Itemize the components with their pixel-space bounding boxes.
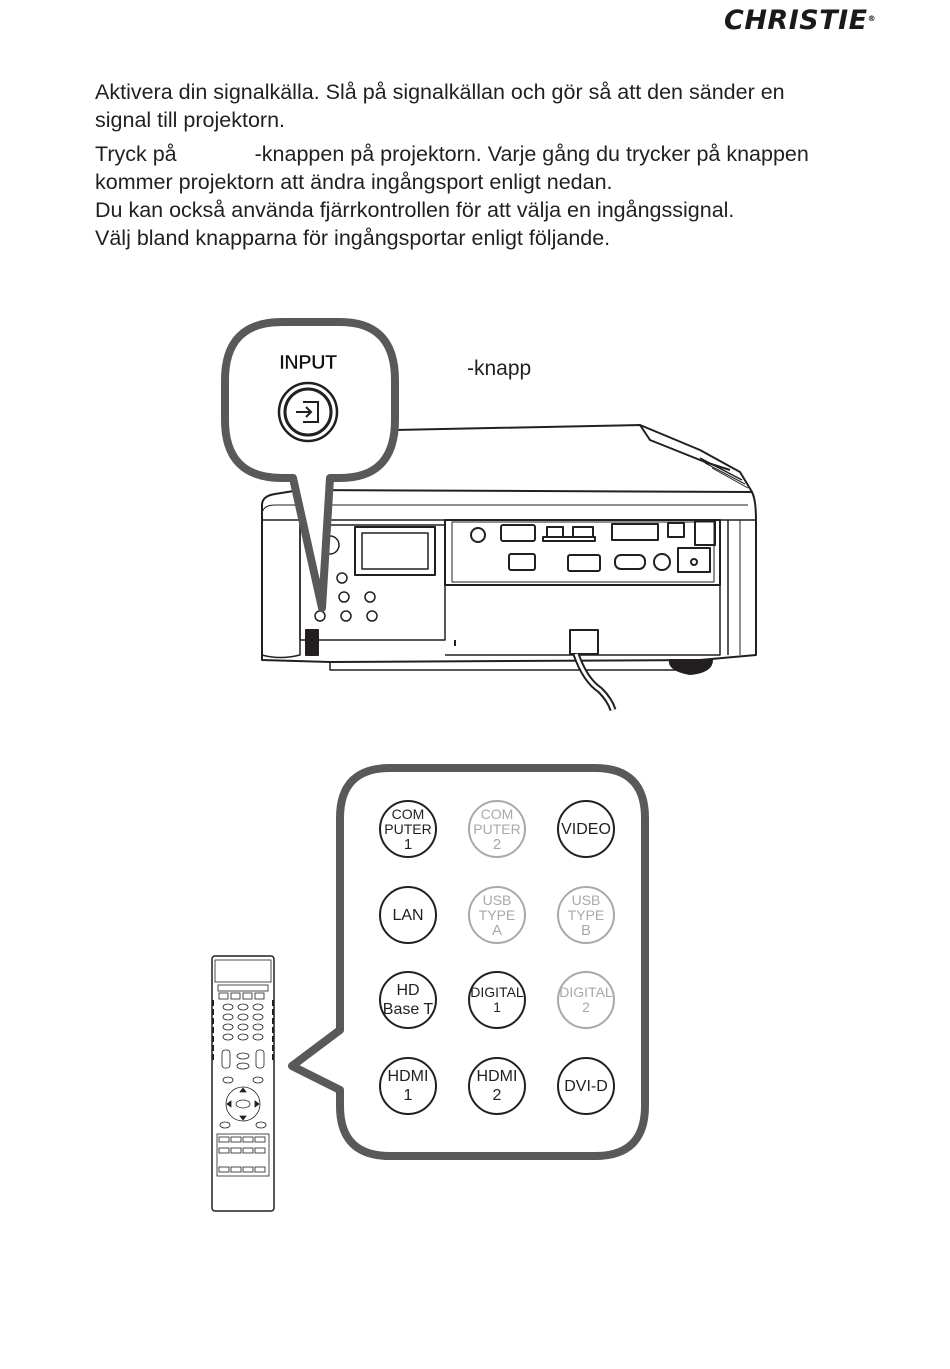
remote-button-lan: LAN bbox=[379, 886, 437, 944]
input-button-label: INPUT bbox=[279, 352, 338, 375]
remote-button-label: DIGITAL bbox=[470, 984, 524, 1000]
remote-button-label: 1 bbox=[403, 1087, 413, 1104]
remote-button-dvi-d: DVI-D bbox=[557, 1057, 615, 1115]
remote-button-label: PUTER bbox=[473, 820, 521, 837]
remote-button-label: HDMI bbox=[387, 1068, 429, 1085]
remote-button-label: 1 bbox=[493, 999, 501, 1015]
remote-button-label: TYPE bbox=[567, 906, 605, 923]
registered-mark: ® bbox=[867, 14, 877, 23]
instruction-line-3-pre: Tryck på bbox=[95, 142, 177, 166]
instruction-line-4: kommer projektorn att ändra ingångsport … bbox=[95, 170, 613, 194]
knapp-label: -knapp bbox=[467, 357, 532, 380]
remote-button-label: HD bbox=[396, 982, 420, 999]
instruction-paragraph-2: Tryck på -knappen på projektorn. Varje gå… bbox=[95, 140, 915, 252]
remote-button-label: DVI-D bbox=[564, 1077, 608, 1095]
remote-button-video: VIDEO bbox=[557, 800, 615, 858]
remote-button-hdmi-1: HDMI 1 bbox=[379, 1057, 437, 1115]
instruction-paragraph-1: Aktivera din signalkälla. Slå på signalk… bbox=[95, 78, 915, 134]
remote-button-label: COM bbox=[480, 805, 514, 822]
remote-button-label: COM bbox=[391, 805, 425, 822]
remote-button-label: Base T bbox=[382, 1001, 434, 1018]
instruction-line-1: Aktivera din signalkälla. Slå på signalk… bbox=[95, 80, 785, 104]
remote-button-label: A bbox=[491, 921, 502, 939]
remote-button-label: LAN bbox=[392, 906, 424, 924]
remote-button-hd-baset: HD Base T bbox=[379, 971, 437, 1029]
remote-button-label: USB bbox=[571, 891, 601, 908]
remote-button-label: DIGITAL bbox=[559, 984, 613, 1000]
instruction-line-2: signal till projektorn. bbox=[95, 108, 286, 132]
remote-button-label: 2 bbox=[582, 999, 590, 1015]
input-source-icon bbox=[296, 401, 319, 423]
remote-button-label: PUTER bbox=[384, 820, 432, 837]
instruction-line-5: Du kan också använda fjärrkontrollen för… bbox=[95, 198, 735, 222]
remote-button-label: VIDEO bbox=[561, 820, 611, 838]
remote-button-label: 2 bbox=[492, 1087, 502, 1104]
remote-button-label: TYPE bbox=[478, 906, 516, 923]
remote-button-label: 1 bbox=[403, 835, 413, 853]
christie-logo: CHRISTIE® bbox=[724, 3, 912, 39]
instruction-line-3-post: -knappen på projektorn. Varje gång du tr… bbox=[254, 142, 809, 166]
remote-button-label: USB bbox=[482, 891, 512, 908]
remote-button-hdmi-2: HDMI 2 bbox=[468, 1057, 526, 1115]
remote-control bbox=[211, 955, 275, 1212]
remote-button-label: HDMI bbox=[476, 1068, 518, 1085]
instruction-line-6: Välj bland knapparna för ingångsportar e… bbox=[95, 226, 611, 250]
remote-button-label: B bbox=[580, 921, 591, 939]
remote-button-label: 2 bbox=[492, 835, 502, 853]
logo-text: CHRISTIE bbox=[724, 5, 868, 36]
